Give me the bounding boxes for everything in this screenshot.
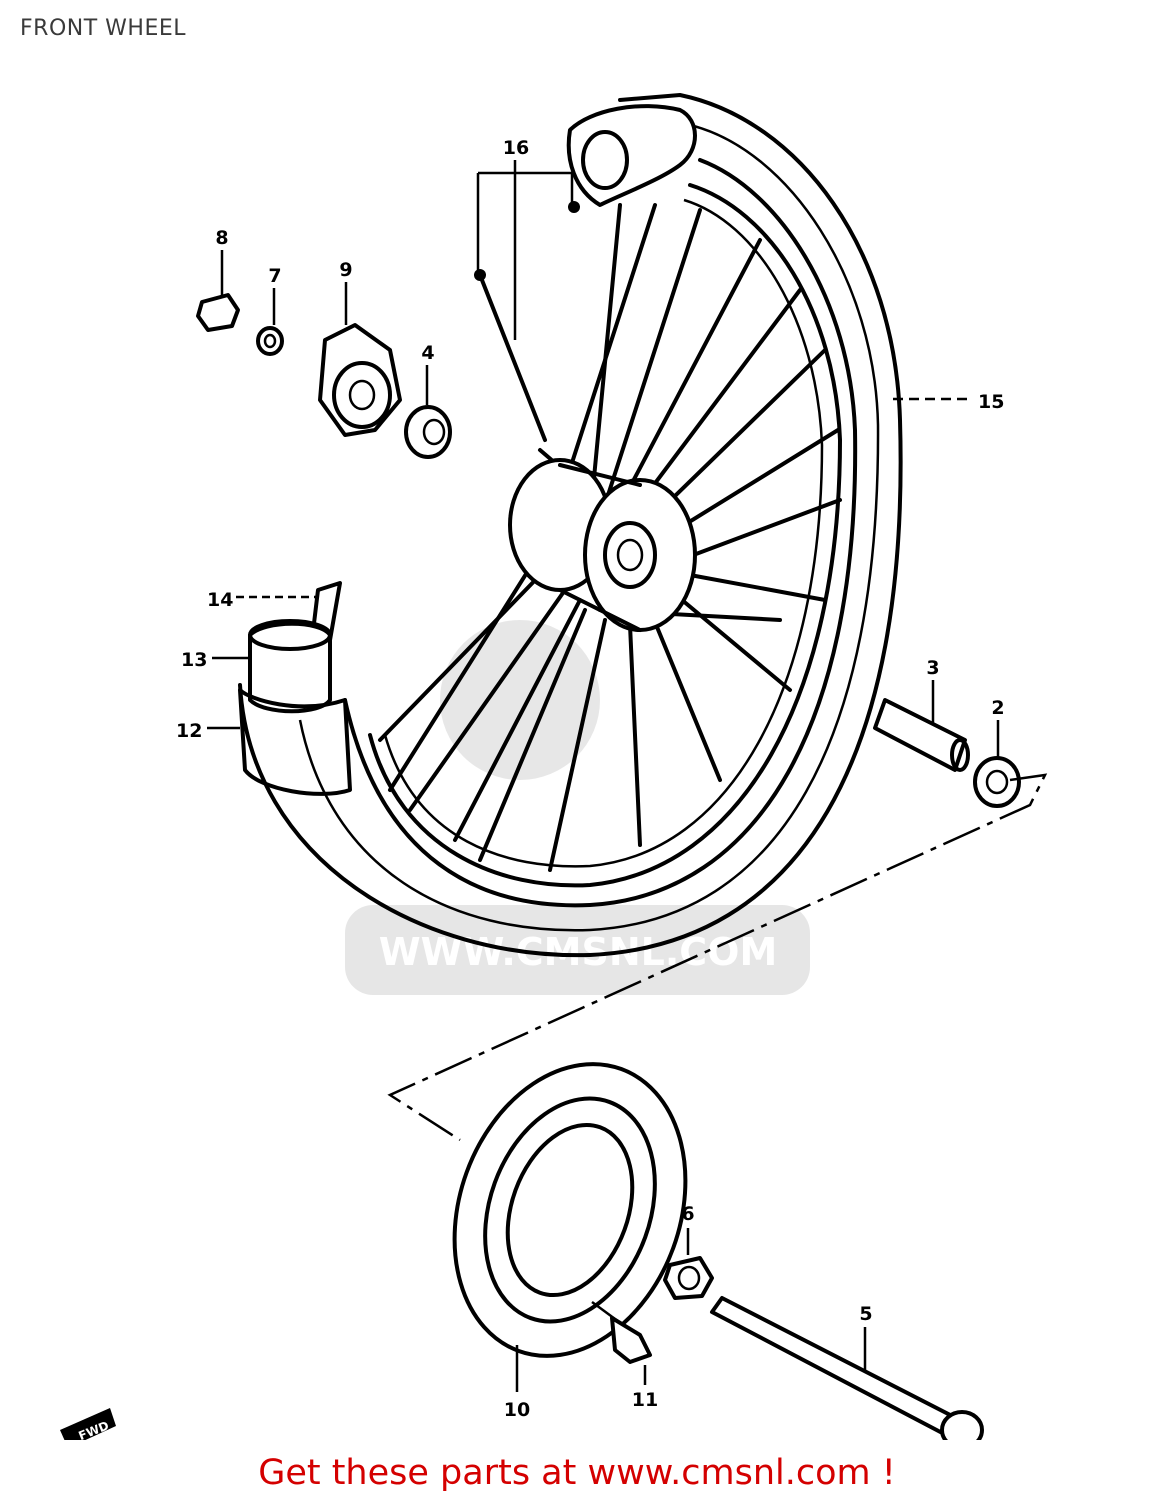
watermark: WWW.CMSNL.COM bbox=[345, 620, 810, 995]
callout-6: 6 bbox=[681, 1203, 694, 1225]
callout-3: 3 bbox=[926, 657, 939, 679]
front-direction-arrow-icon: FWD bbox=[60, 1408, 116, 1440]
spacer-part: 3 bbox=[873, 657, 970, 772]
rim bbox=[368, 183, 842, 888]
tube-and-rimband-part: 14 13 12 bbox=[176, 581, 352, 796]
callout-4: 4 bbox=[421, 342, 434, 364]
axle-nut-part: 8 bbox=[196, 227, 240, 332]
callout-5: 5 bbox=[859, 1303, 872, 1325]
callout-7: 7 bbox=[268, 265, 281, 287]
disc-bolt-part: 11 bbox=[591, 1300, 658, 1411]
tyre-callout: 15 bbox=[893, 391, 1004, 413]
spokes bbox=[378, 203, 842, 872]
speedometer-gearbox-part: 9 bbox=[318, 259, 402, 437]
callout-2: 2 bbox=[991, 697, 1004, 719]
callout-15: 15 bbox=[978, 391, 1004, 413]
bearing-left-part: 4 bbox=[404, 342, 452, 459]
callout-11: 11 bbox=[632, 1389, 658, 1411]
tyre bbox=[238, 93, 903, 958]
footer-link[interactable]: Get these parts at www.cmsnl.com ! bbox=[258, 1453, 896, 1493]
watermark-text: WWW.CMSNL.COM bbox=[379, 930, 778, 974]
washer-part: 7 bbox=[256, 265, 284, 356]
bearing-right-part: 2 bbox=[973, 697, 1021, 808]
callout-9: 9 bbox=[339, 259, 352, 281]
watermark-logo bbox=[440, 620, 600, 780]
brake-disc-part: 10 bbox=[452, 1062, 688, 1421]
spoke-set-part: 16 bbox=[474, 137, 580, 442]
watermark-banner bbox=[345, 905, 810, 995]
callout-13: 13 bbox=[181, 649, 207, 671]
tyre-valve-area bbox=[566, 104, 697, 207]
exploded-parts-diagram: WWW.CMSNL.COM bbox=[60, 93, 1048, 1440]
callout-8: 8 bbox=[215, 227, 228, 249]
axle-collar-part: 6 bbox=[663, 1203, 714, 1300]
front-axle-part: 5 bbox=[710, 1296, 984, 1440]
page-title: FRONT WHEEL bbox=[20, 16, 186, 41]
callout-12: 12 bbox=[176, 720, 202, 742]
assembly-axis-lines bbox=[387, 773, 1048, 1142]
callout-16: 16 bbox=[503, 137, 529, 159]
callout-14: 14 bbox=[207, 589, 233, 611]
callout-10: 10 bbox=[504, 1399, 530, 1421]
hub bbox=[508, 458, 697, 632]
